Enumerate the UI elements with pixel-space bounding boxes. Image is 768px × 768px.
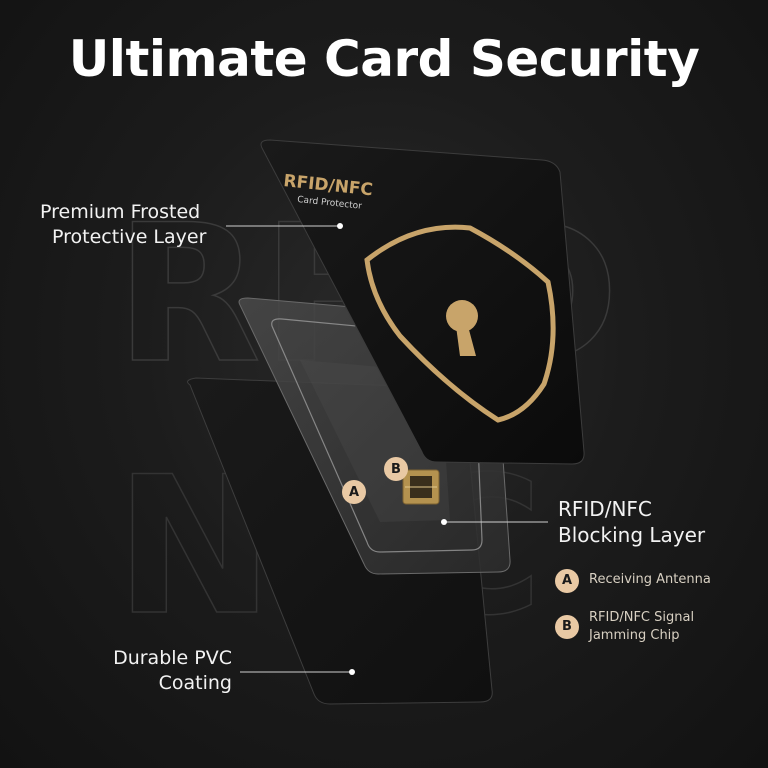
label-protective-layer-line1: Premium Frosted (40, 201, 201, 223)
jamming-chip (402, 469, 440, 505)
protective-layer-card: RFID/NFC Card Protector (260, 139, 585, 465)
label-pvc-coating: Durable PVC Coating (70, 646, 232, 695)
leader-lines (226, 223, 548, 675)
legend-item-antenna: A Receiving Antenna (555, 569, 711, 593)
shield-keyhole-icon (364, 224, 556, 423)
badge-a-marker: A (342, 480, 366, 504)
legend-text-chip-line2: Jamming Chip (589, 627, 680, 643)
legend-badge-a: A (555, 569, 579, 593)
legend-item-chip: B RFID/NFC Signal Jamming Chip (555, 609, 694, 644)
page-title: Ultimate Card Security (68, 30, 700, 88)
label-pvc-coating-line1: Durable PVC (113, 647, 232, 669)
label-protective-layer: Premium Frosted Protective Layer (40, 200, 206, 249)
label-blocking-layer-line2: Blocking Layer (558, 523, 706, 547)
label-protective-layer-line2: Protective Layer (52, 225, 207, 248)
label-pvc-coating-line2: Coating (158, 671, 232, 694)
badge-b-marker: B (384, 457, 408, 481)
label-blocking-layer: RFID/NFC Blocking Layer (558, 496, 705, 548)
label-blocking-layer-line1: RFID/NFC (558, 497, 652, 521)
legend-text-antenna: Receiving Antenna (589, 572, 711, 587)
legend-badge-b: B (555, 615, 579, 639)
legend-text-chip-line1: RFID/NFC Signal (589, 610, 695, 625)
